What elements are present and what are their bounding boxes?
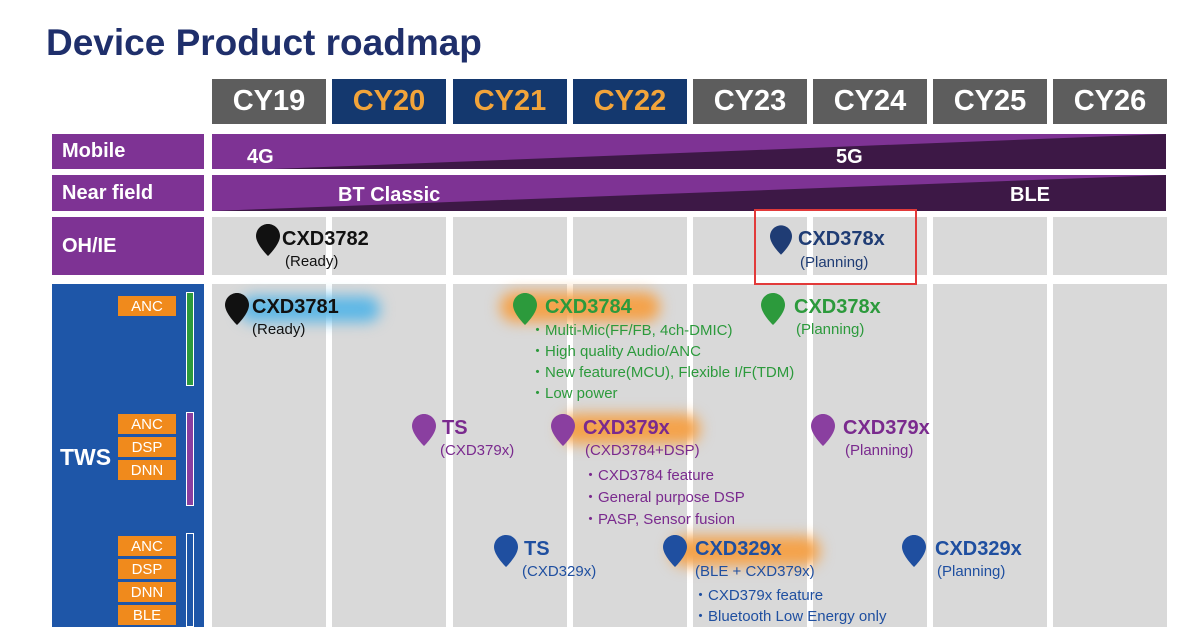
near-field-bt-classic-label: BT Classic: [338, 184, 441, 206]
year-header-cy25: CY25: [933, 79, 1047, 124]
grid-cell: [453, 217, 567, 275]
grid-cell: [813, 217, 927, 275]
product-cxd329x-name: CXD329x: [695, 538, 782, 560]
product-cxd379x-planning-status: (Planning): [845, 442, 914, 459]
cxd379x-feature: ・PASP, Sensor fusion: [583, 511, 736, 528]
tws-group-bar-green: [186, 292, 194, 386]
row-label-tws: TWS: [60, 444, 112, 470]
product-cxd378x-ohie-status: (Planning): [800, 254, 869, 271]
product-cxd378x-tws-name: CXD378x: [794, 296, 881, 318]
product-cxd3781-status: (Ready): [252, 321, 306, 338]
map-pin-icon: [412, 414, 436, 446]
planning-highlight-box: [754, 209, 917, 285]
product-cxd3782-name: CXD3782: [282, 228, 369, 250]
near-field-ble-label: BLE: [1010, 184, 1050, 206]
cxd379x-feature: ・CXD3784 feature: [583, 467, 714, 484]
year-header-cy19: CY19: [212, 79, 326, 124]
near-field-transition-band: [212, 175, 1166, 211]
product-cxd379x-status: (CXD3784+DSP): [585, 442, 700, 459]
grid-column: [1053, 284, 1167, 627]
tws-tag-anc: ANC: [118, 536, 176, 556]
cxd3784-feature: ・Multi-Mic(FF/FB, 4ch-DMIC): [530, 322, 733, 339]
product-ts-cxd329x-status: (CXD329x): [522, 563, 597, 580]
mobile-4g-label: 4G: [247, 146, 274, 168]
product-cxd379x-planning-name: CXD379x: [843, 417, 930, 439]
map-pin-icon: [770, 225, 792, 255]
cxd379x-feature: ・General purpose DSP: [583, 489, 745, 506]
row-label-mobile: Mobile: [52, 134, 204, 169]
cxd3784-feature: ・High quality Audio/ANC: [530, 343, 701, 360]
grid-column: [813, 284, 927, 627]
year-header-cy26: CY26: [1053, 79, 1167, 124]
product-cxd3782-status: (Ready): [285, 253, 339, 270]
tws-group-bar-purple: [186, 412, 194, 506]
product-cxd329x-status: (BLE + CXD379x): [695, 563, 815, 580]
product-cxd378x-tws-status: (Planning): [796, 321, 865, 338]
map-pin-icon: [225, 293, 249, 325]
page-title: Device Product roadmap: [46, 22, 482, 63]
product-ts-cxd379x-status: (CXD379x): [440, 442, 515, 459]
map-pin-icon: [513, 293, 537, 325]
grid-column: [453, 284, 567, 627]
map-pin-icon: [902, 535, 926, 567]
row-label-near-field: Near field: [52, 175, 204, 211]
year-header-cy21: CY21: [453, 79, 567, 124]
year-header-cy20: CY20: [332, 79, 446, 124]
cxd329x-feature: ・CXD379x feature: [693, 587, 824, 604]
cxd3784-feature: ・Low power: [530, 385, 618, 402]
map-pin-icon: [663, 535, 687, 567]
grid-cell: [1053, 217, 1167, 275]
tws-tag-dsp: DSP: [118, 437, 176, 457]
cxd3784-feature: ・New feature(MCU), Flexible I/F(TDM): [530, 364, 795, 381]
map-pin-icon: [256, 224, 280, 256]
tws-tag-anc: ANC: [118, 414, 176, 434]
map-pin-icon: [551, 414, 575, 446]
tws-tag-dnn: DNN: [118, 460, 176, 480]
tws-group-bar-blue: [186, 533, 194, 627]
product-ts-cxd379x-name: TS: [442, 417, 468, 439]
tws-tag-anc: ANC: [118, 296, 176, 316]
tws-tag-dnn: DNN: [118, 582, 176, 602]
product-cxd329x-planning-name: CXD329x: [935, 538, 1022, 560]
grid-column: [933, 284, 1047, 627]
mobile-transition-band: [212, 134, 1166, 169]
product-cxd3781-name: CXD3781: [252, 296, 339, 318]
year-header-cy22: CY22: [573, 79, 687, 124]
product-cxd329x-planning-status: (Planning): [937, 563, 1006, 580]
grid-column: [212, 284, 326, 627]
year-header-cy24: CY24: [813, 79, 927, 124]
product-cxd378x-ohie-name: CXD378x: [798, 228, 885, 250]
product-ts-cxd329x-name: TS: [524, 538, 550, 560]
grid-column: [332, 284, 446, 627]
map-pin-icon: [761, 293, 785, 325]
cxd329x-feature: ・Bluetooth Low Energy only: [693, 608, 887, 625]
tws-tag-dsp: DSP: [118, 559, 176, 579]
grid-cell: [332, 217, 446, 275]
map-pin-icon: [494, 535, 518, 567]
tws-tag-ble: BLE: [118, 605, 176, 625]
map-pin-icon: [811, 414, 835, 446]
grid-cell: [573, 217, 687, 275]
year-header-cy23: CY23: [693, 79, 807, 124]
grid-cell: [933, 217, 1047, 275]
glow-highlight: [240, 296, 380, 322]
glow-highlight: [670, 536, 820, 566]
product-cxd379x-name: CXD379x: [583, 417, 670, 439]
product-cxd3784-name: CXD3784: [545, 296, 632, 318]
grid-column: [693, 284, 807, 627]
glow-highlight: [560, 414, 700, 444]
mobile-5g-label: 5G: [836, 146, 863, 168]
row-label-ohie: OH/IE: [52, 217, 204, 275]
grid-column: [573, 284, 687, 627]
